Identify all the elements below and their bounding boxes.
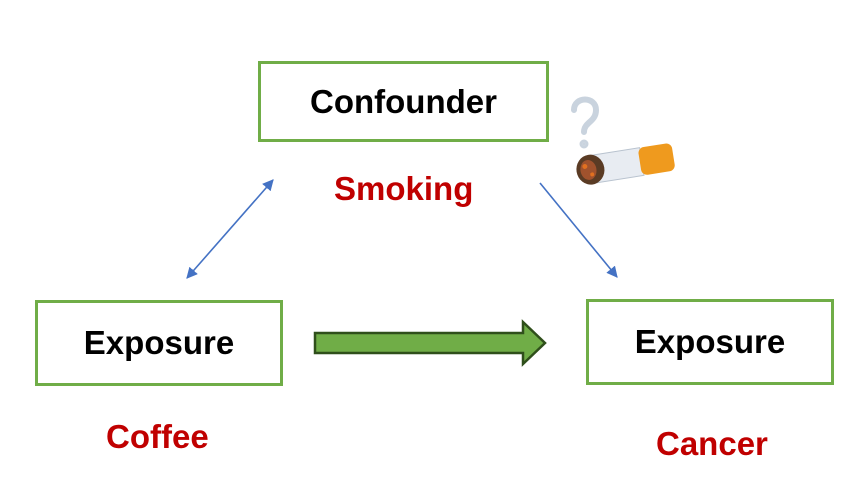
question-smoke-icon — [571, 96, 600, 149]
confounder-title: Confounder — [310, 82, 497, 120]
confounder-exposure-arrow — [186, 179, 274, 279]
cigarette-icon — [576, 143, 675, 185]
confounder-box: Confounder — [258, 61, 549, 142]
outcome-example-label: Cancer — [656, 425, 768, 462]
exposure-box: Exposure — [35, 300, 283, 386]
confounder-example-label: Smoking — [334, 170, 474, 207]
exposure-outcome-arrow — [313, 319, 547, 367]
confounder-outcome-arrow — [539, 182, 618, 278]
exposure-example-label: Coffee — [106, 418, 209, 455]
exposure-title: Exposure — [83, 324, 235, 361]
outcome-title: Exposure — [634, 323, 786, 360]
outcome-box: Exposure — [586, 299, 834, 385]
